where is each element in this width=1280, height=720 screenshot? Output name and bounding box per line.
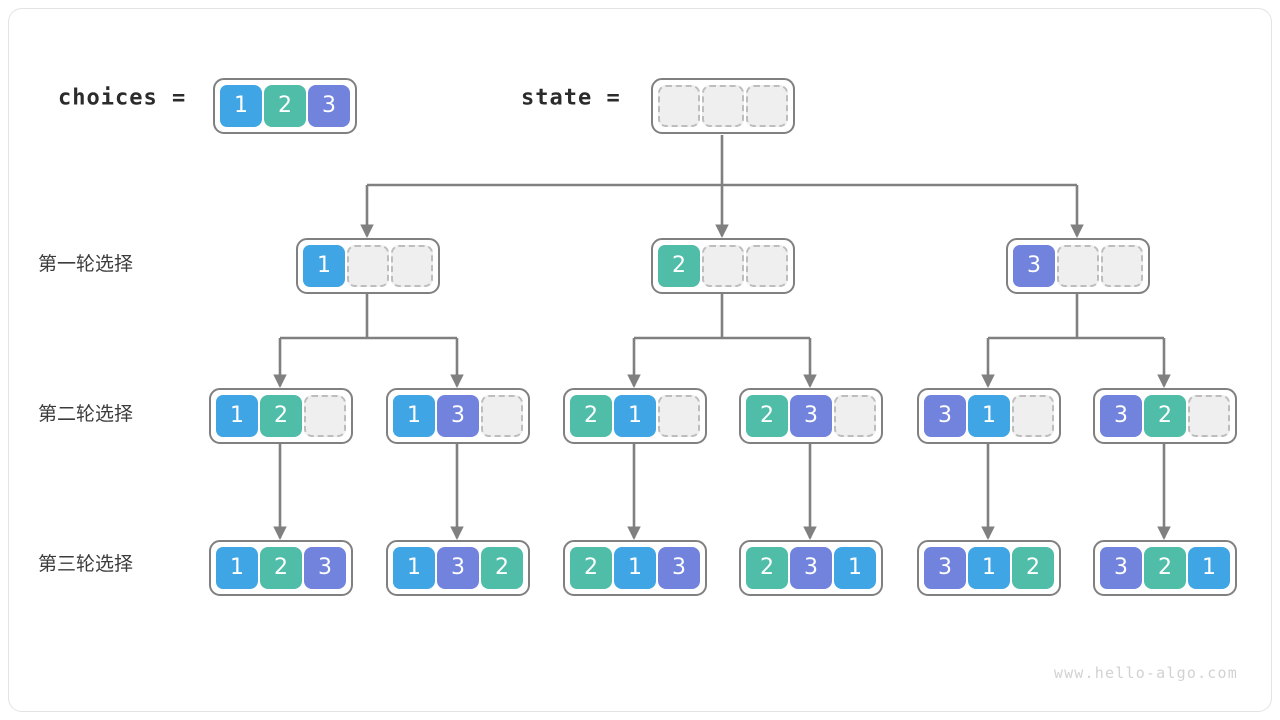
round1-0-cell-0: 1 bbox=[303, 245, 345, 287]
round3-1-cell-1: 3 bbox=[437, 547, 479, 589]
state-cell-0 bbox=[658, 85, 700, 127]
round2-2-cell-2 bbox=[658, 395, 700, 437]
round1-0-cell-2 bbox=[391, 245, 433, 287]
state-cell-2 bbox=[746, 85, 788, 127]
row-label-round2: 第二轮选择 bbox=[38, 403, 134, 425]
round2-4-cell-2 bbox=[1012, 395, 1054, 437]
choices-cell-1: 2 bbox=[264, 85, 306, 127]
round2-1-cell-1: 3 bbox=[437, 395, 479, 437]
diagram-frame bbox=[8, 8, 1272, 712]
round1-2-cell-1 bbox=[1057, 245, 1099, 287]
round3-1-cell-2: 2 bbox=[481, 547, 523, 589]
row-label-round1: 第一轮选择 bbox=[38, 253, 134, 275]
state-array bbox=[651, 78, 795, 134]
row-label-round3: 第三轮选择 bbox=[38, 553, 134, 575]
round3-4-cell-1: 1 bbox=[968, 547, 1010, 589]
round2-2-cell-0: 2 bbox=[570, 395, 612, 437]
round1-1-cell-2 bbox=[746, 245, 788, 287]
round3-4-cell-2: 2 bbox=[1012, 547, 1054, 589]
round2-3-cell-2 bbox=[834, 395, 876, 437]
round1-0-cell-1 bbox=[347, 245, 389, 287]
round2-3-cell-1: 3 bbox=[790, 395, 832, 437]
tree-node-round1-1: 2 bbox=[651, 238, 795, 294]
round2-0-cell-1: 2 bbox=[260, 395, 302, 437]
round2-3-cell-0: 2 bbox=[746, 395, 788, 437]
round3-2-cell-2: 3 bbox=[658, 547, 700, 589]
round2-4-cell-0: 3 bbox=[924, 395, 966, 437]
round3-0-cell-0: 1 bbox=[216, 547, 258, 589]
round1-2-cell-2 bbox=[1101, 245, 1143, 287]
round2-5-cell-1: 2 bbox=[1144, 395, 1186, 437]
round3-0-cell-2: 3 bbox=[304, 547, 346, 589]
state-label: state = bbox=[521, 85, 621, 111]
round3-5-cell-2: 1 bbox=[1188, 547, 1230, 589]
round2-5-cell-2 bbox=[1188, 395, 1230, 437]
round3-3-cell-0: 2 bbox=[746, 547, 788, 589]
round3-3-cell-1: 3 bbox=[790, 547, 832, 589]
round3-3-cell-2: 1 bbox=[834, 547, 876, 589]
round3-4-cell-0: 3 bbox=[924, 547, 966, 589]
watermark: www.hello-algo.com bbox=[1053, 664, 1238, 682]
round3-0-cell-1: 2 bbox=[260, 547, 302, 589]
round3-5-cell-1: 2 bbox=[1144, 547, 1186, 589]
round2-1-cell-0: 1 bbox=[393, 395, 435, 437]
choices-cell-2: 3 bbox=[308, 85, 350, 127]
choices-cell-0: 1 bbox=[220, 85, 262, 127]
round2-1-cell-2 bbox=[481, 395, 523, 437]
round3-1-cell-0: 1 bbox=[393, 547, 435, 589]
round2-5-cell-0: 3 bbox=[1100, 395, 1142, 437]
round1-1-cell-1 bbox=[702, 245, 744, 287]
round3-2-cell-1: 1 bbox=[614, 547, 656, 589]
round2-2-cell-1: 1 bbox=[614, 395, 656, 437]
state-cell-1 bbox=[702, 85, 744, 127]
choices-label: choices = bbox=[58, 85, 187, 111]
round3-5-cell-0: 3 bbox=[1100, 547, 1142, 589]
tree-node-round1-0: 1 bbox=[296, 238, 440, 294]
tree-node-round1-2: 3 bbox=[1006, 238, 1150, 294]
round1-1-cell-0: 2 bbox=[658, 245, 700, 287]
round1-2-cell-0: 3 bbox=[1013, 245, 1055, 287]
round3-2-cell-0: 2 bbox=[570, 547, 612, 589]
round2-0-cell-0: 1 bbox=[216, 395, 258, 437]
round2-4-cell-1: 1 bbox=[968, 395, 1010, 437]
round2-0-cell-2 bbox=[304, 395, 346, 437]
